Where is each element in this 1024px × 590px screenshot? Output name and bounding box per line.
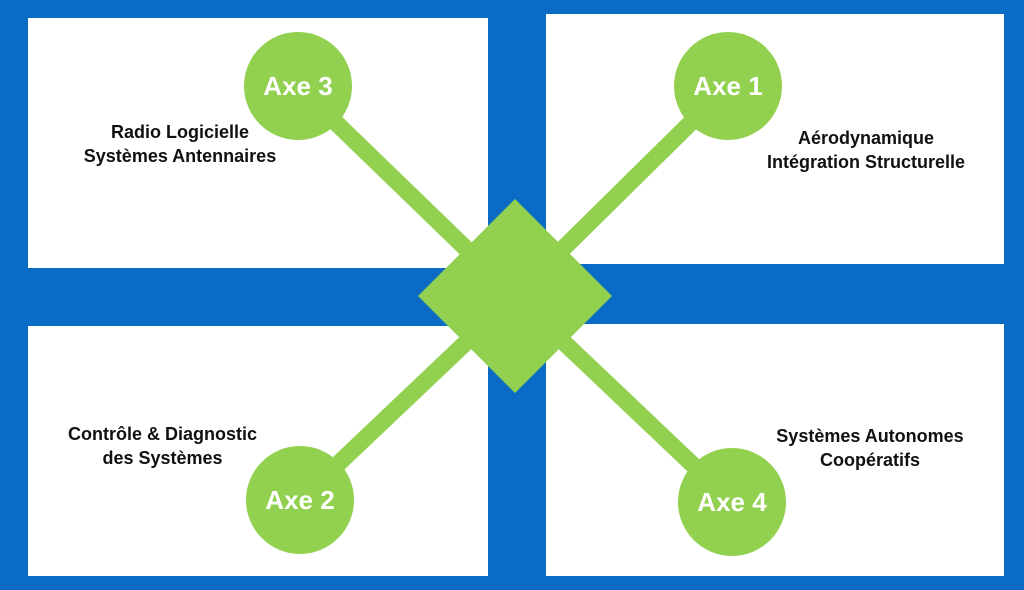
axe4-topic: Systèmes Autonomes Coopératifs	[730, 424, 1010, 472]
axe3-topic-line2: Systèmes Antennaires	[83, 146, 277, 166]
axe2-topic-line2: des Systèmes	[102, 448, 223, 468]
axe4-topic-line2: Coopératifs	[819, 450, 920, 470]
axe4-label: Axe 4	[697, 487, 767, 517]
panel-top-right	[546, 14, 1004, 264]
axe3-topic: Radio Logicielle Systèmes Antennaires	[30, 120, 330, 168]
axe4-topic-line1: Systèmes Autonomes	[776, 426, 964, 446]
axe3-topic-line1: Radio Logicielle	[110, 122, 250, 142]
axe3-circle	[244, 32, 352, 140]
axe2-topic: Contrôle & Diagnostic des Systèmes	[30, 422, 295, 470]
axe4-circle	[678, 448, 786, 556]
axe1-circle	[674, 32, 782, 140]
axe1-topic: Aérodynamique Intégration Structurelle	[726, 126, 1006, 174]
center-diamond	[418, 199, 612, 393]
axe3-label: Axe 3	[263, 71, 332, 101]
axe2-topic-line1: Contrôle & Diagnostic	[67, 424, 257, 444]
axe1-topic-line1: Aérodynamique	[797, 128, 935, 148]
panel-bottom-left	[28, 326, 488, 576]
axe1-label: Axe 1	[693, 71, 762, 101]
axe2-label: Axe 2	[265, 485, 334, 515]
axe2-circle	[246, 446, 354, 554]
axe1-topic-line2: Intégration Structurelle	[766, 152, 966, 172]
